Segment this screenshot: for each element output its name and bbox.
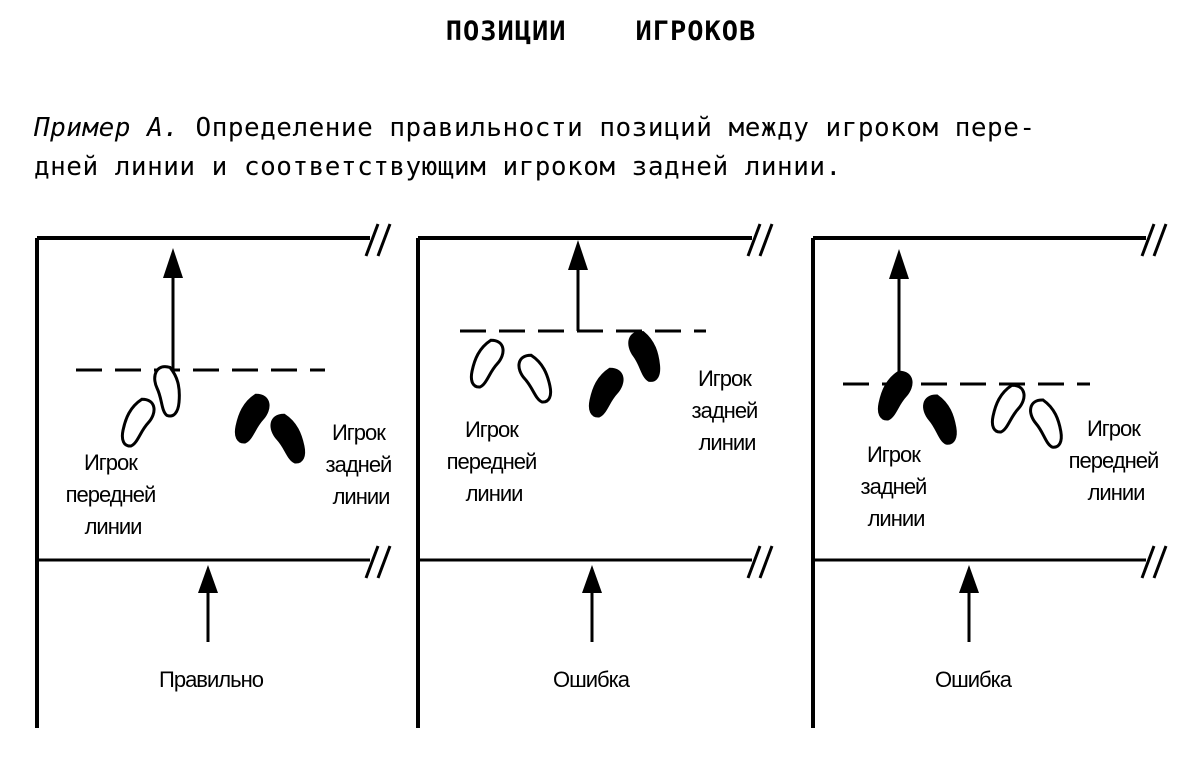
back-player-label: Игрок задней линии	[692, 366, 763, 455]
panel-error-1: Игрок передней линии Игрок задней линии …	[416, 223, 774, 728]
back-player-label: Игрок задней линии	[326, 420, 397, 509]
up-arrow-icon	[163, 248, 183, 370]
break-mark-icon	[746, 223, 774, 579]
verdict-label: Ошибка	[935, 667, 1013, 692]
serve-arrow-icon	[198, 565, 218, 642]
example-label: Пример А.	[34, 113, 180, 143]
break-mark-icon	[1140, 223, 1168, 579]
back-player-foot-icon	[627, 329, 662, 384]
front-player-foot-icon	[1027, 396, 1065, 452]
serve-arrow-icon	[582, 565, 602, 642]
description-line-2: дней линии и соответствующим игроком зад…	[34, 152, 842, 182]
back-player-label: Игрок задней линии	[861, 442, 932, 531]
front-player-label: Игрок передней линии	[1069, 416, 1164, 505]
front-player-foot-icon	[118, 394, 158, 452]
front-player-foot-icon	[988, 380, 1028, 438]
back-player-foot-icon	[921, 392, 959, 448]
court-outline	[811, 236, 1146, 728]
back-player-foot-icon	[875, 367, 915, 425]
front-player-foot-icon	[149, 364, 184, 419]
page-title: ПОЗИЦИИ ИГРОКОВ	[445, 16, 757, 47]
panel-error-2: Игрок задней линии Игрок передней линии …	[811, 223, 1168, 728]
description-text-1: Определение правильности позиций между и…	[179, 113, 1036, 143]
up-arrow-icon	[889, 249, 909, 384]
front-player-foot-icon	[467, 335, 507, 393]
front-player-label: Игрок передней линии	[447, 417, 542, 506]
up-arrow-icon	[568, 240, 588, 331]
serve-arrow-icon	[959, 565, 979, 642]
break-mark-icon	[364, 223, 392, 579]
back-player-foot-icon	[268, 410, 308, 468]
court-outline	[416, 236, 752, 728]
court-outline	[35, 236, 370, 728]
front-player-label: Игрок передней линии	[66, 450, 161, 539]
back-player-foot-icon	[586, 364, 626, 422]
back-player-foot-icon	[232, 390, 272, 448]
front-player-foot-icon	[515, 350, 555, 408]
verdict-label: Ошибка	[553, 667, 631, 692]
verdict-label: Правильно	[159, 667, 264, 692]
panel-correct: Игрок передней линии Игрок задней линии …	[35, 223, 397, 728]
description-line-1: Пример А. Определение правильности позиц…	[34, 113, 1036, 143]
